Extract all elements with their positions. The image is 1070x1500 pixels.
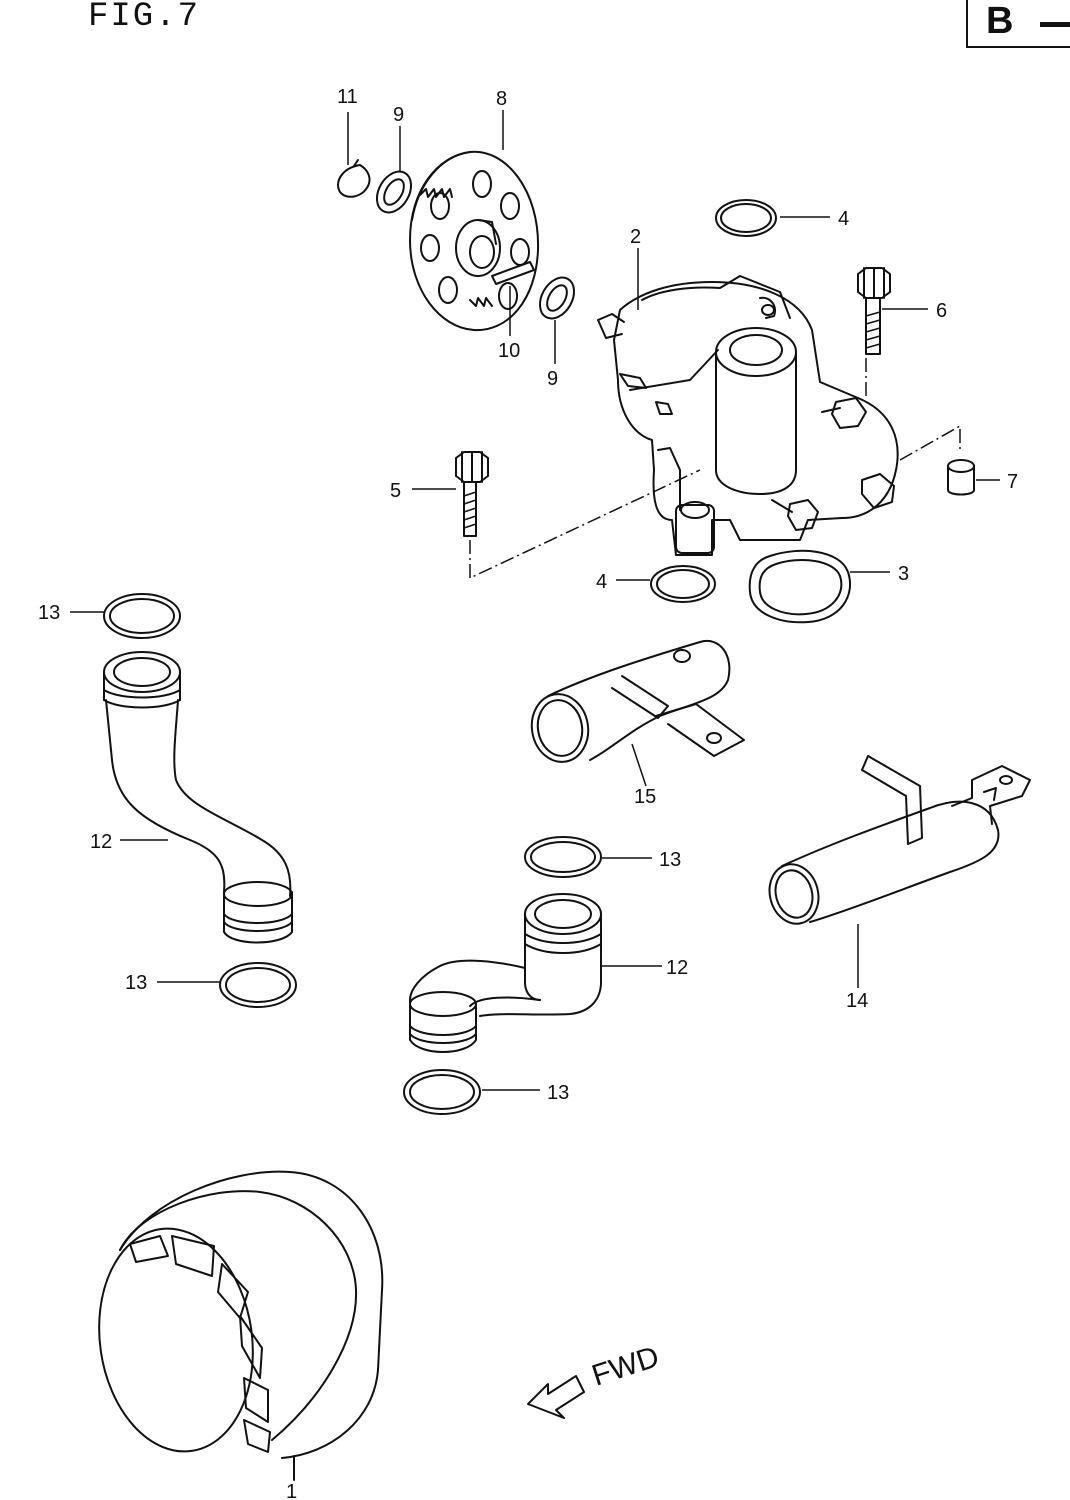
part-o-ring-hose-2 bbox=[219, 962, 297, 1008]
callout-7: 7 bbox=[1007, 471, 1018, 493]
section-dash bbox=[1040, 22, 1070, 27]
callout-6: 6 bbox=[936, 300, 947, 322]
callout-14: 14 bbox=[846, 990, 868, 1012]
figure-label: FIG.7 bbox=[88, 0, 201, 36]
forward-direction-indicator: FWD bbox=[527, 1340, 663, 1419]
callout-12-center: 12 bbox=[666, 957, 688, 979]
callout-13-d: 13 bbox=[547, 1082, 569, 1104]
part-pin bbox=[491, 261, 535, 285]
part-driven-gear bbox=[409, 150, 540, 332]
callout-9-upper: 9 bbox=[393, 104, 404, 126]
callout-13-c: 13 bbox=[125, 972, 147, 994]
callout-9-lower: 9 bbox=[547, 368, 558, 390]
callout-1: 1 bbox=[286, 1481, 297, 1500]
part-oil-hose-left bbox=[103, 651, 293, 944]
part-o-ring-hose-3 bbox=[524, 836, 602, 878]
alignment-lines bbox=[469, 358, 961, 580]
callout-2: 2 bbox=[630, 226, 641, 248]
part-o-ring-upper bbox=[715, 199, 777, 237]
part-washer-lower bbox=[538, 276, 576, 320]
callout-15: 15 bbox=[634, 786, 656, 808]
forward-arrow-icon bbox=[527, 1375, 585, 1419]
callout-12-left: 12 bbox=[90, 831, 112, 853]
part-oil-filter bbox=[98, 1170, 384, 1481]
part-o-ring-lower bbox=[650, 565, 716, 603]
callout-10: 10 bbox=[498, 340, 520, 362]
direction-label: FWD bbox=[588, 1340, 663, 1392]
part-o-ring-hose-1 bbox=[103, 593, 181, 639]
part-o-ring-hose-4 bbox=[403, 1069, 481, 1115]
callout-5: 5 bbox=[390, 480, 401, 502]
callout-labels: 11 9 8 2 4 6 10 9 5 7 4 3 13 15 12 13 12… bbox=[38, 86, 1018, 1500]
part-gasket bbox=[748, 549, 851, 624]
part-circlip bbox=[337, 159, 371, 198]
section-tab: B bbox=[966, 0, 1070, 48]
callout-3: 3 bbox=[898, 563, 909, 585]
callout-11: 11 bbox=[337, 86, 358, 108]
part-dowel bbox=[947, 459, 975, 496]
callout-13-b: 13 bbox=[659, 849, 681, 871]
callout-13-a: 13 bbox=[38, 602, 60, 624]
section-letter: B bbox=[986, 0, 1014, 42]
callout-4-upper: 4 bbox=[838, 208, 849, 230]
callout-8: 8 bbox=[496, 88, 507, 110]
part-bolt-long bbox=[455, 451, 489, 537]
part-oil-pump bbox=[597, 275, 899, 556]
part-bolt-short bbox=[857, 267, 891, 355]
part-oil-pipe-bracket bbox=[530, 639, 745, 763]
callout-4-lower: 4 bbox=[596, 571, 607, 593]
leader-lines bbox=[70, 110, 1000, 1091]
part-oil-hose-center bbox=[409, 893, 602, 1053]
part-washer-upper bbox=[375, 170, 413, 214]
part-oil-pipe-right bbox=[768, 755, 1031, 925]
